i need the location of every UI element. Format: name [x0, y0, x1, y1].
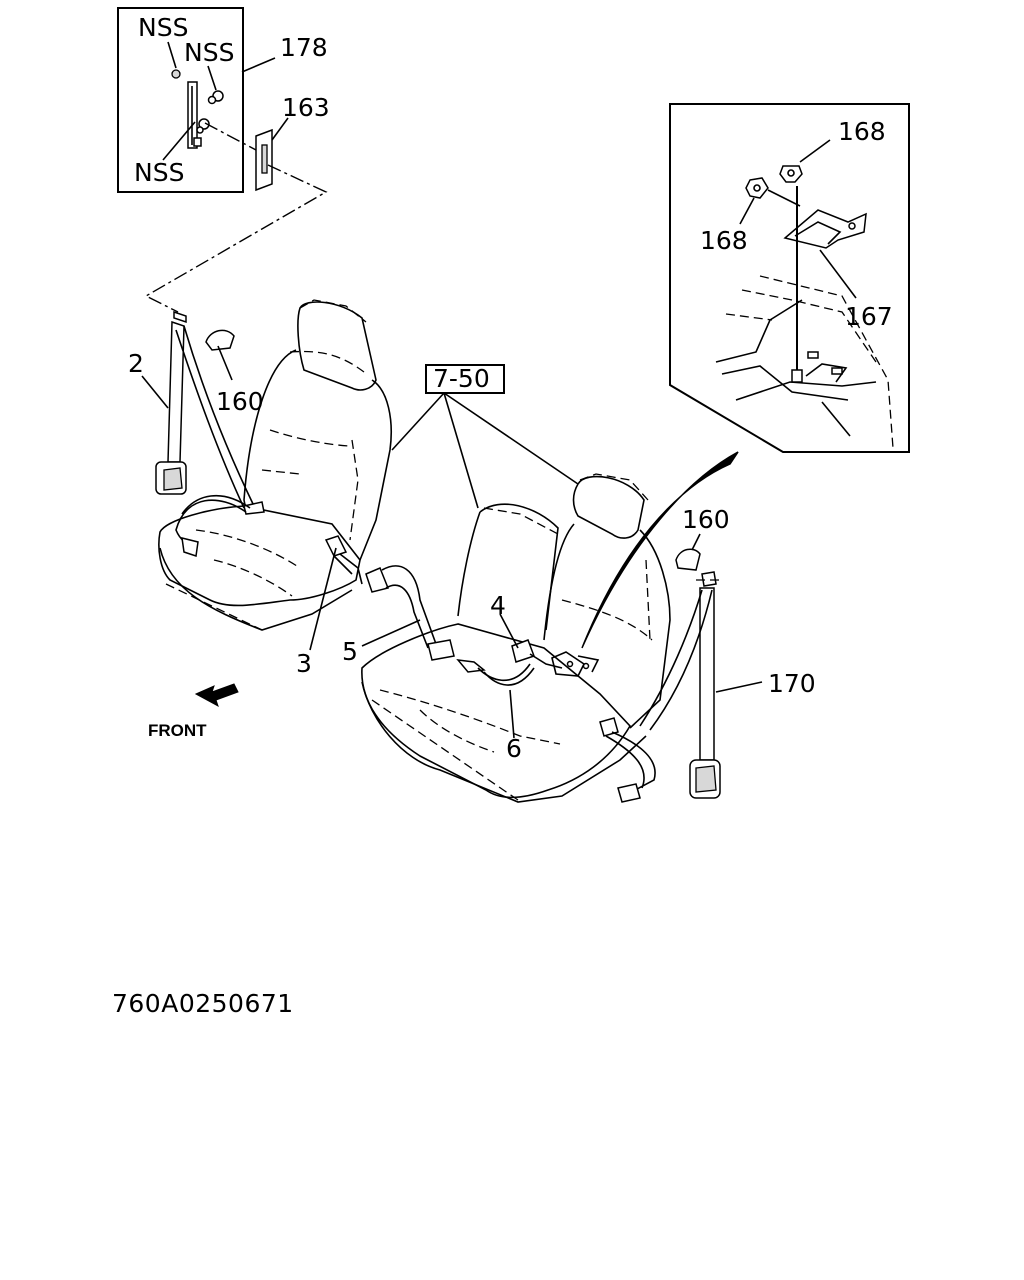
front-arrow-icon — [194, 683, 239, 708]
leader-160-left — [217, 345, 233, 381]
callout-160-right: 160 — [682, 505, 730, 534]
leader-178 — [241, 57, 276, 73]
nut-168-top — [779, 165, 803, 183]
callout-5: 5 — [342, 637, 358, 666]
callout-7-50: 7-50 — [433, 364, 490, 393]
front-label: FRONT — [148, 721, 207, 740]
leader-168-left — [739, 197, 755, 225]
drawing-code: 760A0250671 — [112, 989, 294, 1018]
callout-nss-2: NSS — [184, 38, 234, 67]
leader-5 — [361, 619, 421, 647]
right-retractor-belt-170: 160 170 — [599, 505, 816, 803]
callout-3: 3 — [296, 649, 312, 678]
center-belts: 3 5 4 6 — [296, 535, 600, 763]
bracket-167 — [783, 209, 867, 249]
leader-nss-1 — [167, 41, 177, 69]
callout-6: 6 — [506, 734, 522, 763]
leader-2 — [141, 375, 169, 409]
inset-floor-detail: 168 168 167 — [669, 103, 910, 453]
leader-163 — [271, 117, 289, 141]
callout-7-50-box — [425, 364, 505, 394]
connection-line-upper — [144, 122, 328, 313]
callout-nss-1: NSS — [138, 13, 188, 42]
leader-4 — [499, 613, 519, 649]
inset-frame-right — [669, 103, 910, 453]
callout-nss-3: NSS — [134, 158, 184, 187]
callout-168-top: 168 — [838, 117, 886, 146]
tongue-5 — [427, 639, 455, 661]
leader-6 — [509, 689, 515, 739]
front-direction-indicator: FRONT — [148, 683, 239, 740]
group-callout-7-50: 7-50 — [391, 364, 579, 509]
inset-anchor-detail: NSS NSS NSS 178 — [117, 7, 328, 193]
floor-anchor-plate — [551, 651, 586, 677]
nut-168-left — [745, 177, 769, 199]
callout-160-left: 160 — [216, 387, 264, 416]
front-seat-cushion — [158, 505, 361, 607]
leader-3 — [309, 547, 337, 651]
callout-170: 170 — [768, 669, 816, 698]
front-seat — [158, 299, 392, 631]
leader-160-right — [691, 533, 701, 551]
rear-seat-headrest — [572, 475, 645, 539]
leader-167 — [819, 249, 857, 299]
callout-178: 178 — [280, 33, 328, 62]
buckle-3 — [324, 535, 348, 557]
belt-2-webbing — [167, 320, 185, 463]
callout-2: 2 — [128, 349, 144, 378]
leader-170 — [715, 681, 763, 693]
detail-pointer-arrow — [581, 451, 739, 649]
belt-170-webbing — [699, 587, 715, 761]
nss-bolt — [198, 118, 210, 130]
front-seat-headrest — [297, 301, 377, 391]
anchor-cover-163: 163 — [255, 93, 330, 192]
callout-167: 167 — [845, 302, 893, 331]
trim-cover-160-right — [675, 548, 701, 571]
nss-washer — [171, 69, 181, 79]
left-retractor-belt-2: 2 160 — [128, 310, 265, 557]
callout-4: 4 — [490, 591, 506, 620]
callout-168-left: 168 — [700, 226, 748, 255]
leader-nss-2 — [207, 65, 217, 91]
rear-seat-cushion — [361, 623, 631, 799]
callout-163: 163 — [282, 93, 330, 122]
trim-cover-160-left — [205, 329, 235, 351]
leader-nss-3 — [162, 121, 196, 161]
rear-seat-center-back — [479, 503, 559, 631]
leader-168-top — [799, 139, 831, 163]
inset-frame-left — [117, 7, 244, 193]
